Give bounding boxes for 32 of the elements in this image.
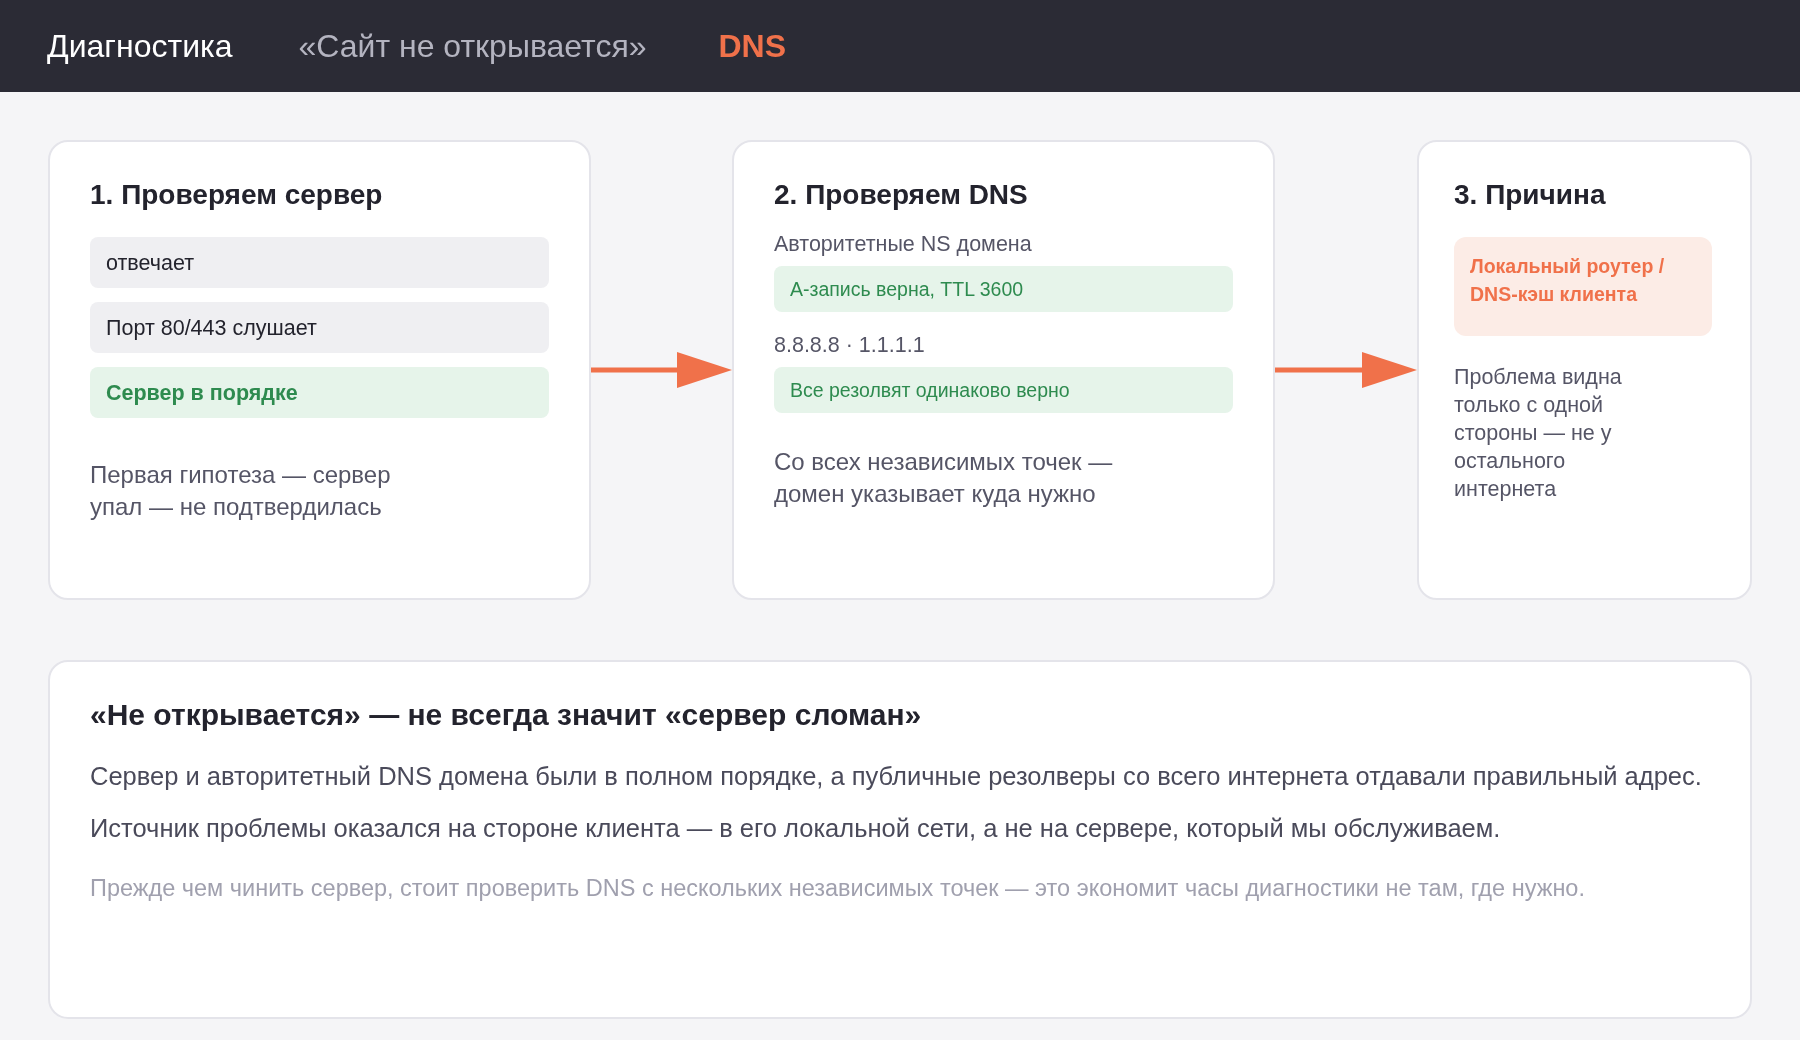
summary-heading: «Не открывается» — не всегда значит «сервер сломан»	[90, 697, 923, 733]
header-subtitle: «Сайт не открывается»	[298, 27, 647, 65]
result-row	[90, 367, 549, 418]
card-title: 1. Проверяем сервер	[90, 180, 384, 210]
result-text: Все резолвят одинаково верно	[790, 378, 1070, 402]
result-row	[774, 367, 1233, 413]
summary-paragraph: Источник проблемы оказался на стороне клиента — в его локальной сети, а не на сервере, который мы обслуживаем.	[90, 813, 1502, 844]
card-note: Со всех независимых точек — домен указывает куда нужно	[774, 447, 1114, 509]
check-text: отвечает	[106, 249, 194, 276]
header-title: Диагностика	[47, 27, 233, 65]
card-note: Проблема видна только с одной стороны — не у остального интернета	[1454, 364, 1623, 503]
summary-note: Прежде чем чинить сервер, стоит проверить DNS с нескольких независимых точек — это экономит часы диагностики не там, где нужно.	[90, 874, 1586, 903]
summary-paragraph: Сервер и авторитетный DNS домена были в полном порядке, а публичные резолверы со всего интернета отдавали правильный адрес.	[90, 761, 1703, 792]
arrow	[1275, 352, 1417, 388]
card-title: 3. Причина	[1454, 180, 1607, 210]
check-text: Порт 80/443 слушает	[106, 314, 317, 341]
check-label: Авторитетные NS домена	[774, 231, 1033, 257]
card-note: Первая гипотеза — сервер упал — не подтвердилась	[90, 460, 392, 522]
arrow	[591, 352, 732, 388]
resolver-list: 8.8.8.8 · 1.1.1.1	[774, 332, 1233, 358]
header-topic: DNS	[718, 27, 787, 65]
step-card	[1417, 140, 1752, 600]
step-card	[732, 140, 1275, 600]
step-card	[48, 140, 591, 600]
result-row	[774, 266, 1233, 312]
result-text: Сервер в порядке	[106, 379, 298, 406]
header-bar	[0, 0, 1800, 92]
summary-panel	[48, 660, 1752, 1019]
card-title: 2. Проверяем DNS	[774, 180, 1029, 210]
cause-panel	[1454, 237, 1712, 336]
result-text: А-запись верна, TTL 3600	[790, 277, 1024, 301]
cause-text: Локальный роутер / DNS-кэш клиента	[1470, 254, 1666, 307]
